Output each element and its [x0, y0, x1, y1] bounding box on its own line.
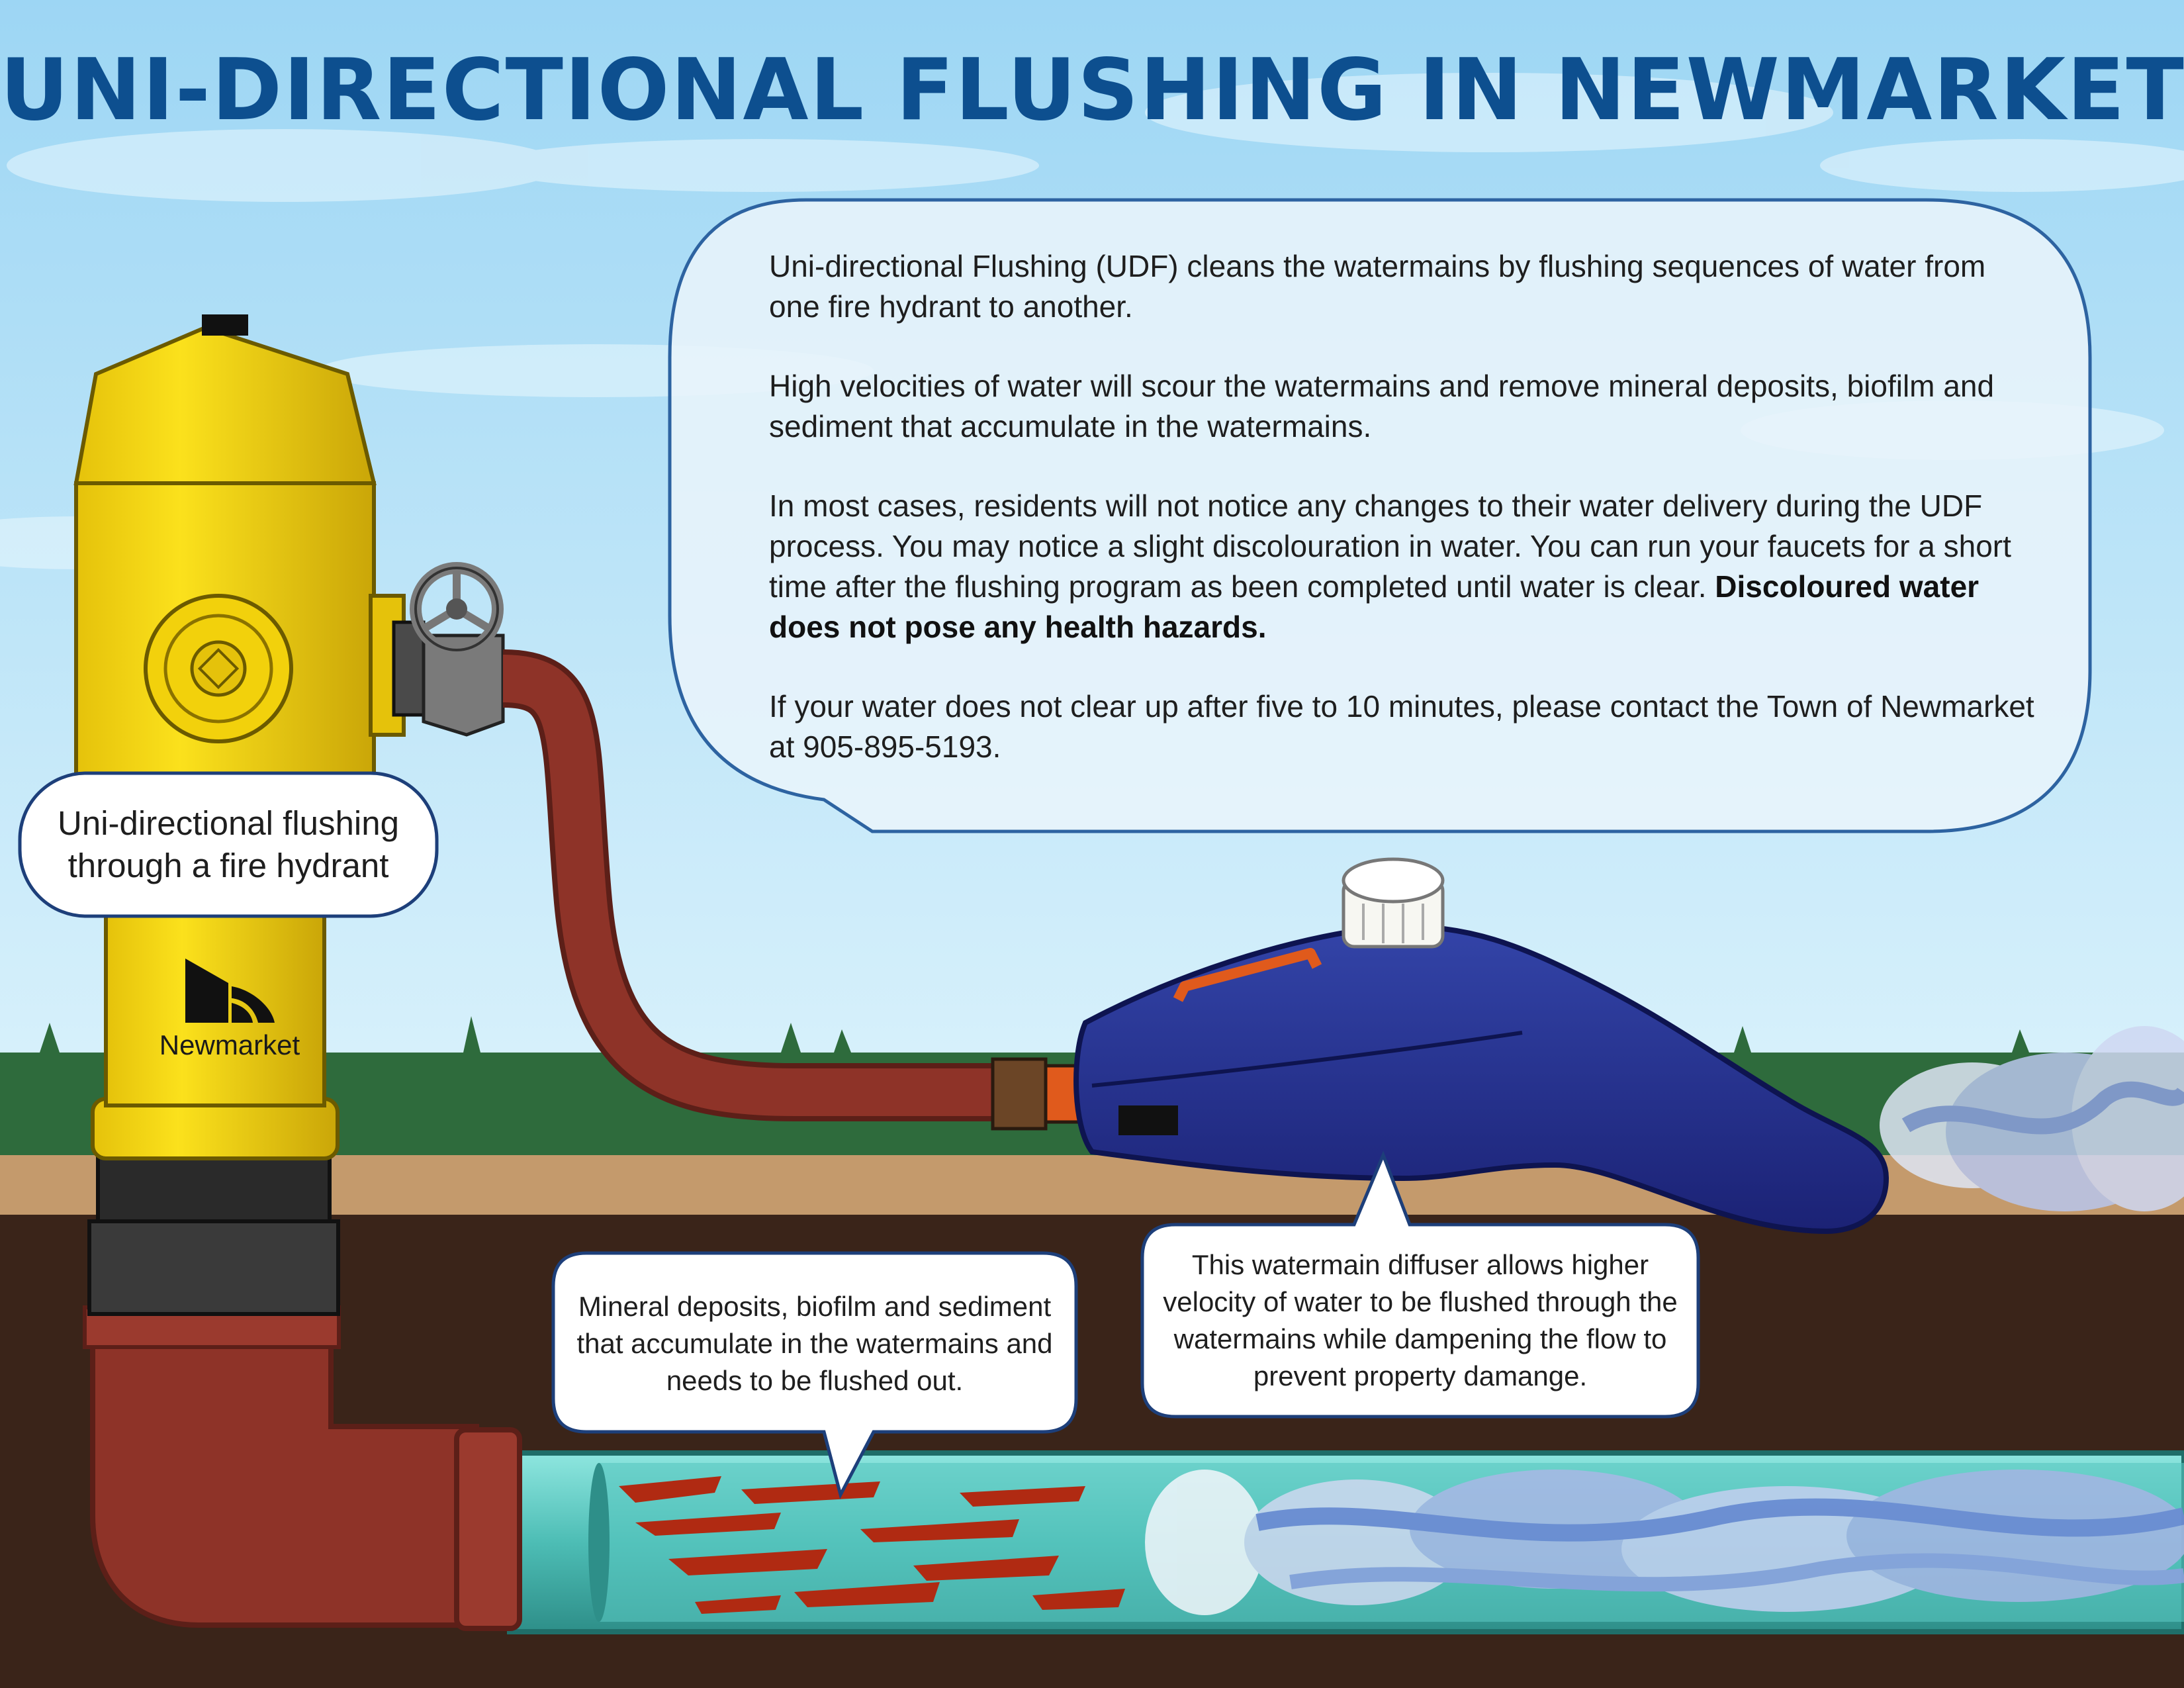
diffuser-callout-label: This watermain diffuser allows higher ve…	[1163, 1249, 1678, 1391]
info-paragraph-4: If your water does not clear up after fi…	[769, 689, 2034, 764]
diffuser-callout-bubble	[1140, 1150, 1700, 1419]
fire-hose	[502, 655, 993, 1116]
health-hazard-notice: Discoloured water does not pose any heal…	[769, 569, 1979, 644]
hydrant-valve-wheel-icon	[410, 562, 504, 656]
info-paragraph-2: High velocities of water will scour the …	[769, 369, 1995, 444]
diffuser-callout-text: This watermain diffuser allows higher ve…	[1142, 1225, 1698, 1417]
page-title: UNI-DIRECTIONAL FLUSHING IN NEWMARKET	[0, 41, 2184, 140]
mineral-callout-label: Mineral deposits, biofilm and sediment t…	[576, 1291, 1053, 1396]
mineral-callout-bubble	[551, 1251, 1078, 1499]
newmarket-logo-text: Newmarket	[159, 1029, 300, 1060]
water-flow	[1145, 1470, 2184, 1615]
hose-coupling	[991, 1057, 1084, 1131]
diffuser-cap-icon	[1342, 857, 1445, 949]
info-paragraph-3: In most cases, residents will not notice…	[769, 486, 2040, 647]
mineral-callout-text: Mineral deposits, biofilm and sediment t…	[553, 1254, 1076, 1433]
newmarket-logo-icon	[185, 959, 275, 1023]
watermain-diffuser	[1073, 923, 1889, 1235]
hydrant-callout-label: Uni-directional flushing through a fire …	[58, 804, 399, 884]
info-paragraph-1: Uni-directional Flushing (UDF) cleans th…	[769, 249, 1986, 324]
info-panel-text: Uni-directional Flushing (UDF) cleans th…	[769, 246, 2040, 806]
hydrant-base	[87, 1147, 340, 1316]
diffuser-spray	[1880, 1026, 2184, 1211]
hydrant-callout-text: Uni-directional flushing through a fire …	[20, 773, 437, 916]
hydrant-elbow-pipe	[83, 1305, 522, 1631]
info-panel-bubble	[668, 198, 2092, 833]
hydrant-callout-bubble	[18, 771, 439, 918]
info-paragraph-3-body: In most cases, residents will not notice…	[769, 489, 2011, 604]
